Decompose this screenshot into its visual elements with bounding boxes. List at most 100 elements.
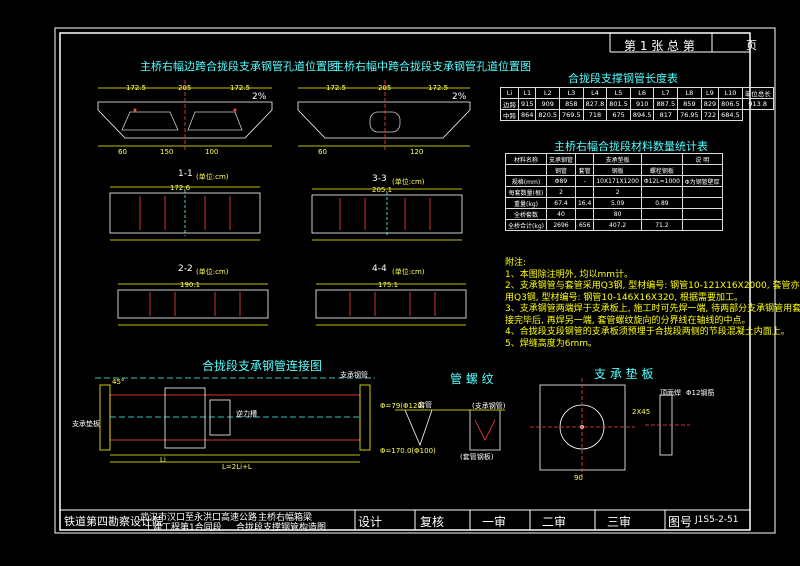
length-table-header-cell: L6 bbox=[629, 87, 655, 99]
material-table-cell bbox=[574, 208, 595, 220]
box-girder-mid-span bbox=[297, 80, 471, 150]
tb-approve2: 二审 bbox=[542, 515, 567, 529]
length-table-header-cell: L5 bbox=[606, 87, 631, 99]
material-table-cell: Φ12L=1000 bbox=[640, 175, 683, 187]
note-line: 2、支承钢管与套管采用Q3钢, 型材编号: 钢管10-121X16X2000, … bbox=[505, 281, 800, 291]
dim-top-c2: 172.5 bbox=[428, 84, 449, 92]
material-table: 材料名称支承钢管支承垫板说 明钢管套管钢板螺栓钢板规格(mm)Φ89-10X17… bbox=[505, 153, 723, 231]
dim-top-c: 172.5 bbox=[230, 84, 251, 92]
section-label-4-4: 4-4 bbox=[372, 264, 387, 274]
material-table-cell: 全桥套数 bbox=[505, 208, 547, 220]
pipe-connection-drawing bbox=[95, 377, 375, 463]
section-label-1-1: 1-1 bbox=[178, 169, 193, 179]
material-table-cell: 每套数量(根) bbox=[505, 186, 547, 198]
material-table-cell bbox=[681, 164, 723, 176]
pad-label-1: 顶面焊 bbox=[660, 389, 681, 397]
material-table-cell bbox=[640, 186, 683, 198]
thread-e: (套管钢板) bbox=[460, 453, 494, 461]
dim-2051: 205.1 bbox=[372, 186, 393, 194]
material-table-row: 材料名称支承钢管支承垫板说 明 bbox=[505, 153, 723, 165]
length-table-cell: 820.5 bbox=[535, 109, 561, 121]
material-table-cell: 10X171X1200 bbox=[593, 175, 642, 187]
length-table-cell: 829 bbox=[700, 98, 720, 110]
dim-top-b: 205 bbox=[178, 84, 192, 92]
section-1-1 bbox=[109, 186, 261, 241]
material-table-cell bbox=[681, 197, 723, 209]
thread-c: (支承钢管) bbox=[472, 402, 506, 410]
conn-li: Li bbox=[160, 456, 166, 464]
material-table-cell: 5.09 bbox=[593, 197, 642, 209]
tb-dwg-label: 图号 bbox=[668, 515, 693, 529]
unit-4-4: (单位:cm) bbox=[392, 268, 425, 276]
material-table-cell: 重量(kg) bbox=[505, 197, 547, 209]
dim-bot-60b: 60 bbox=[318, 148, 327, 156]
title-side-span: 主桥右幅边跨合拢段支承钢管孔道位置图 bbox=[140, 60, 338, 73]
section-3-3 bbox=[311, 188, 463, 241]
pad-dim-1: 2X45 bbox=[632, 408, 651, 416]
dim-1751: 175.1 bbox=[378, 281, 399, 289]
length-table-header-cell: L8 bbox=[677, 87, 702, 99]
length-table-cell: 76.95 bbox=[677, 109, 702, 121]
length-table-cell: 827.8 bbox=[582, 98, 608, 110]
sheet-number: 第 1 张 总 第 bbox=[624, 39, 695, 53]
material-table-cell: Φ89 bbox=[545, 175, 576, 187]
pad-label-2: Φ12钢筋 bbox=[686, 389, 715, 397]
dim-top-a2: 172.5 bbox=[326, 84, 347, 92]
unit-2-2: (单位:cm) bbox=[196, 268, 229, 276]
note-line: 用Q3钢, 型材编号: 钢管10-146X16X320, 根据需要加工。 bbox=[505, 292, 743, 303]
slope-label: 2% bbox=[252, 92, 267, 102]
length-table-header-cell: L2 bbox=[535, 87, 561, 99]
material-table-cell: 16.4 bbox=[574, 197, 595, 209]
dim-bot-150: 150 bbox=[160, 148, 174, 156]
unit-3-3: (单位:cm) bbox=[392, 178, 425, 186]
length-table-cell: 718 bbox=[582, 109, 608, 121]
section-label-3-3: 3-3 bbox=[372, 174, 387, 184]
material-table-cell: 规格(mm) bbox=[505, 175, 547, 187]
title-material-table: 主桥右幅合拢段材料数量统计表 bbox=[554, 140, 708, 153]
section-label-2-2: 2-2 bbox=[178, 264, 193, 274]
conn-left-label: 支承垫板 bbox=[72, 420, 100, 428]
title-connection: 合拢段支承钢管连接图 bbox=[202, 359, 323, 373]
length-table-cell: 769.5 bbox=[559, 109, 584, 121]
material-table-cell: 钢板 bbox=[593, 164, 642, 176]
tb-org: 铁道第四勘察设计院 bbox=[64, 515, 163, 528]
length-table-header-cell: 单位总长 bbox=[741, 87, 774, 99]
length-table-cell: 887.5 bbox=[653, 98, 679, 110]
length-table-cell: 边跨 bbox=[500, 98, 519, 110]
thread-a: Φ=79(Φ120) bbox=[380, 402, 425, 410]
material-table-cell bbox=[574, 186, 595, 198]
material-table-cell: 支承钢管 bbox=[545, 153, 576, 165]
material-table-cell bbox=[681, 208, 723, 220]
material-table-cell bbox=[640, 153, 683, 165]
thread-b: 套管 bbox=[418, 401, 432, 409]
length-table-cell: 801.5 bbox=[606, 98, 631, 110]
length-table-cell: 817 bbox=[653, 109, 679, 121]
dim-top-a: 172.5 bbox=[126, 84, 147, 92]
material-table-cell: 40 bbox=[545, 208, 576, 220]
unit-1-1: (单位:cm) bbox=[196, 173, 229, 181]
material-table-cell: 全桥合计(kg) bbox=[505, 219, 547, 231]
material-table-cell: 说 明 bbox=[681, 153, 723, 165]
dim-bot-60: 60 bbox=[118, 148, 127, 156]
note-line: 接完毕后, 再焊另一端, 套管螺纹旋向的分界线在轴线的中点。 bbox=[505, 315, 751, 326]
conn-right-label: 支承钢管 bbox=[340, 371, 368, 379]
title-pad: 支 承 垫 板 bbox=[594, 367, 654, 381]
tb-design: 设计 bbox=[358, 515, 383, 529]
dim-bot-100: 100 bbox=[205, 148, 219, 156]
material-table-cell: 材料名称 bbox=[505, 153, 547, 165]
tb-dwg-no: J1S5-2-51 bbox=[695, 515, 739, 525]
title-thread: 管 螺 纹 bbox=[450, 372, 494, 386]
dim-1900: 190.1 bbox=[180, 281, 201, 289]
dim-top-b2: 205 bbox=[378, 84, 392, 92]
note-line: 4、合拢段支段钢管的支承板须预埋于合拢段两侧的节段混凝土内面上。 bbox=[505, 327, 790, 337]
length-table-header-cell: L3 bbox=[559, 87, 584, 99]
length-table-header-cell: L4 bbox=[582, 87, 608, 99]
length-table-cell: 806.5 bbox=[718, 98, 743, 110]
material-table-cell: Φ为钢管壁厚 bbox=[681, 175, 723, 187]
